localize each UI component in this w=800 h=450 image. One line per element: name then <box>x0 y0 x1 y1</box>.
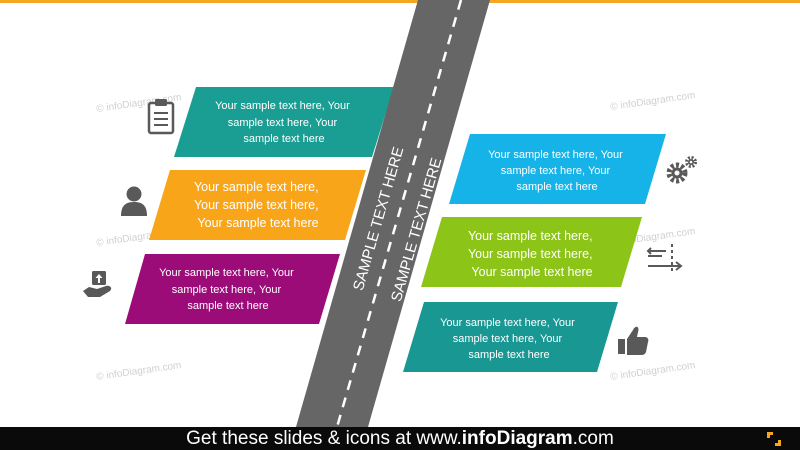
left-box-3-line-2: sample text here, Your <box>172 284 282 296</box>
svg-text:Your sample text here, Your: Your sample text here, Your sample text … <box>215 100 353 145</box>
left-box-1-line-3: sample text here <box>243 133 324 145</box>
gears-icon <box>666 156 697 184</box>
right-box-3-line-1: Your sample text here, Your <box>440 317 575 329</box>
right-box-2-line-3: Your sample text here <box>471 265 592 279</box>
roadmap-diagram: Your sample text here, Your sample text … <box>83 0 697 427</box>
svg-text:Your sample text here, Y: Your sample text here, Your sample text … <box>468 229 596 279</box>
clipboard-icon <box>147 99 175 135</box>
left-box-2-line-3: Your sample text here <box>197 216 318 230</box>
left-box-2-line-1: Your sample text here, <box>194 180 319 194</box>
left-box-1: Your sample text here, Your sample text … <box>174 87 394 157</box>
right-box-1-line-3: sample text here <box>516 181 597 193</box>
left-box-1-line-2: sample text here, Your <box>228 117 338 129</box>
hand-box-icon <box>83 271 112 297</box>
arrows-icon <box>646 244 683 272</box>
svg-text:Your sample text here, Your: Your sample text here, Your sample text … <box>159 267 297 312</box>
infodiagram-logo-icon <box>767 432 781 446</box>
left-box-3-shape <box>125 254 340 324</box>
left-box-3: Your sample text here, Your sample text … <box>125 254 340 324</box>
footer-text-prefix: Get these slides & icons at www. <box>186 428 462 449</box>
left-box-2-line-2: Your sample text here, <box>194 198 319 212</box>
left-box-1-shape <box>174 87 394 157</box>
left-box-2: Your sample text here, Your sample text … <box>149 170 366 240</box>
left-box-3-line-1: Your sample text here, Your <box>159 267 294 279</box>
footer-text[interactable]: Get these slides & icons at www.infoDiag… <box>0 427 800 450</box>
right-box-2-line-1: Your sample text here, <box>468 229 593 243</box>
top-accent-bar <box>0 0 800 3</box>
right-box-3-shape <box>403 302 618 372</box>
left-box-1-line-1: Your sample text here, Your <box>215 100 350 112</box>
right-box-2-line-2: Your sample text here, <box>468 247 593 261</box>
right-box-1-line-1: Your sample text here, Your <box>488 149 623 161</box>
right-box-1-line-2: sample text here, Your <box>501 165 611 177</box>
right-box-1: Your sample text here, Your sample text … <box>449 134 666 204</box>
person-icon <box>121 186 147 216</box>
right-box-1-shape <box>449 134 666 204</box>
thumbs-up-icon <box>618 326 649 355</box>
right-box-2: Your sample text here, Your sample text … <box>421 217 642 287</box>
left-box-2-shape <box>149 170 366 240</box>
right-box-3-line-3: sample text here <box>468 349 549 361</box>
svg-text:Your sample text here, Y: Your sample text here, Your sample text … <box>194 180 322 230</box>
footer-bar: Get these slides & icons at www.infoDiag… <box>0 427 800 450</box>
road-center-line <box>335 0 463 427</box>
right-box-3: Your sample text here, Your sample text … <box>403 302 618 372</box>
svg-text:Your sample text here, Your: Your sample text here, Your sample text … <box>488 149 626 193</box>
svg-text:Your sample text here, Your: Your sample text here, Your sample text … <box>440 317 578 361</box>
footer-text-brand: infoDiagram <box>461 428 573 449</box>
right-box-3-line-2: sample text here, Your <box>453 333 563 345</box>
right-box-2-shape <box>421 217 642 287</box>
left-box-3-line-3: sample text here <box>187 300 268 312</box>
footer-text-suffix: .com <box>572 428 614 449</box>
road-surface <box>296 0 490 427</box>
